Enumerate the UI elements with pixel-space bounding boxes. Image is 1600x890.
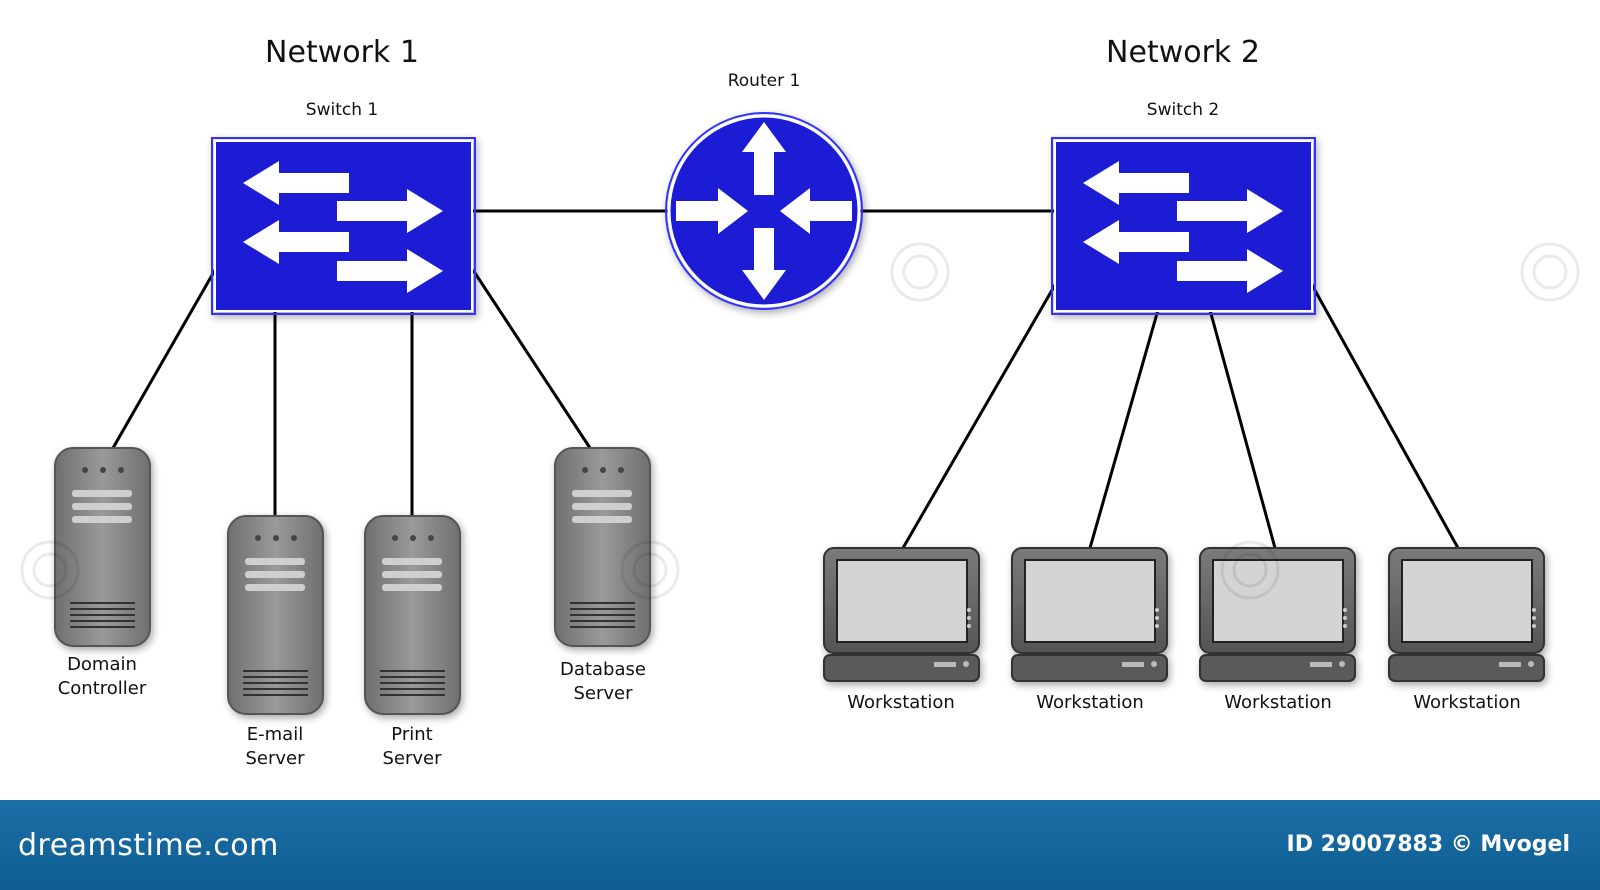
footer-image-id: ID 29007883 © Mvogel <box>1286 832 1570 857</box>
switch-2-icon <box>1051 137 1316 315</box>
link-switch2-workstation-1 <box>901 284 1057 549</box>
connections <box>111 209 1460 549</box>
workstation-3-label: Workstation <box>1224 692 1332 713</box>
router-1-icon <box>665 112 863 310</box>
server-database-label-2: Server <box>573 683 633 704</box>
server-database-label-1: Database <box>560 659 646 680</box>
switch-2-label: Switch 2 <box>1147 100 1219 120</box>
workstation-2 <box>1011 547 1168 682</box>
server-domain-controller-label-1: Domain <box>67 654 137 675</box>
server-print-label-1: Print <box>391 724 432 745</box>
network-2-title: Network 2 <box>1106 35 1260 70</box>
watermark-spirals <box>20 242 1580 600</box>
router-1-label: Router 1 <box>728 71 801 91</box>
server-database <box>554 447 651 647</box>
server-email-label-1: E-mail <box>247 724 303 745</box>
workstation-4-label: Workstation <box>1413 692 1521 713</box>
workstation-2-label: Workstation <box>1036 692 1144 713</box>
workstation-3 <box>1199 547 1356 682</box>
server-domain-controller <box>54 447 151 647</box>
switch-1-icon <box>211 137 476 315</box>
footer-brand-logo[interactable]: dreamstime.com <box>18 828 279 863</box>
workstation-4 <box>1388 547 1545 682</box>
link-switch1-database-server <box>471 269 592 449</box>
server-email <box>227 515 324 715</box>
switch-1-label: Switch 1 <box>306 100 378 120</box>
server-print-label-2: Server <box>382 748 442 769</box>
footer-bar: dreamstime.com ID 29007883 © Mvogel <box>0 800 1600 890</box>
server-print <box>364 515 461 715</box>
network-1-title: Network 1 <box>265 35 419 70</box>
workstation-1-label: Workstation <box>847 692 955 713</box>
link-switch2-workstation-3 <box>1208 309 1277 549</box>
server-email-label-2: Server <box>245 748 305 769</box>
server-domain-controller-label-2: Controller <box>58 678 147 699</box>
link-switch1-domain-controller <box>111 269 217 449</box>
link-switch2-workstation-4 <box>1310 284 1460 549</box>
link-switch2-workstation-2 <box>1088 309 1160 549</box>
workstation-1 <box>823 547 980 682</box>
